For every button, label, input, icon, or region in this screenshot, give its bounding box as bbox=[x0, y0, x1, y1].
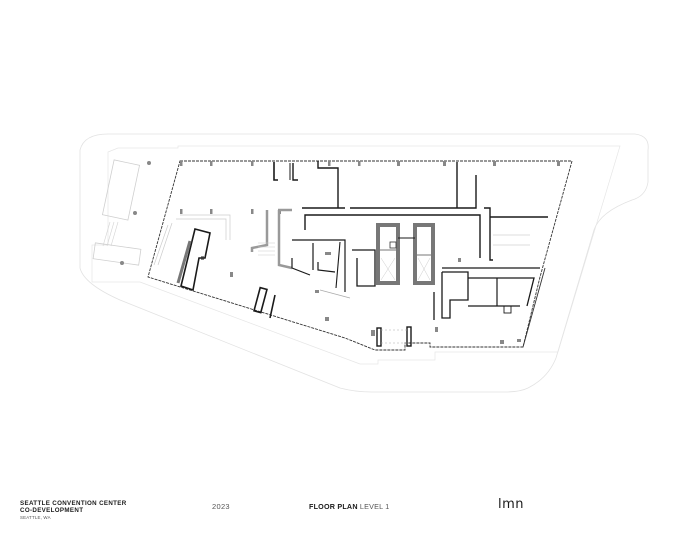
vestibule-wall bbox=[269, 294, 276, 319]
site-boundary bbox=[79, 133, 649, 393]
vestibule bbox=[253, 286, 268, 314]
restroom-walls bbox=[291, 258, 311, 276]
room-walls bbox=[468, 277, 535, 307]
wall bbox=[317, 161, 339, 208]
restroom-walls bbox=[292, 239, 346, 292]
plaza-tree bbox=[120, 261, 124, 265]
plaza-tree bbox=[133, 211, 137, 215]
fixture bbox=[325, 252, 331, 255]
stair-line bbox=[110, 221, 119, 247]
wall bbox=[292, 163, 298, 181]
planter-large bbox=[101, 159, 141, 221]
elevator-core-2 bbox=[413, 223, 435, 285]
ramp-line bbox=[319, 289, 351, 299]
stair-core bbox=[277, 208, 293, 270]
feature-wall-shade bbox=[176, 240, 192, 284]
wall bbox=[273, 162, 278, 181]
columns-top bbox=[180, 161, 560, 166]
elevator-shaft-x bbox=[417, 257, 431, 281]
curtain-wall bbox=[522, 267, 546, 348]
elevator-cab bbox=[389, 241, 397, 249]
elevator-shaft-x bbox=[380, 257, 396, 281]
plaza-tree bbox=[147, 161, 151, 165]
lobby-step bbox=[157, 222, 173, 266]
elevator-core-1 bbox=[376, 223, 400, 285]
corridor-wall bbox=[304, 214, 481, 258]
column bbox=[371, 330, 375, 336]
stair-line bbox=[102, 221, 111, 247]
vestibule bbox=[406, 326, 412, 347]
stair-line bbox=[106, 221, 115, 247]
lobby-step bbox=[176, 218, 227, 240]
restroom-walls bbox=[335, 241, 341, 289]
restroom-walls bbox=[352, 249, 376, 287]
column bbox=[500, 340, 504, 344]
stair-core bbox=[250, 210, 269, 252]
lobby-step bbox=[180, 214, 231, 240]
restroom-walls bbox=[317, 262, 336, 273]
corridor-wall bbox=[484, 207, 493, 261]
planter-small bbox=[92, 242, 142, 266]
room-walls bbox=[441, 271, 469, 319]
lobby-step bbox=[153, 224, 169, 266]
building-exterior bbox=[147, 160, 573, 351]
closet bbox=[503, 305, 512, 314]
vestibule bbox=[376, 327, 382, 347]
sidewalk-edge bbox=[91, 145, 621, 365]
corridor-wall bbox=[350, 175, 477, 209]
feature-wall bbox=[180, 228, 211, 292]
column bbox=[517, 339, 521, 342]
